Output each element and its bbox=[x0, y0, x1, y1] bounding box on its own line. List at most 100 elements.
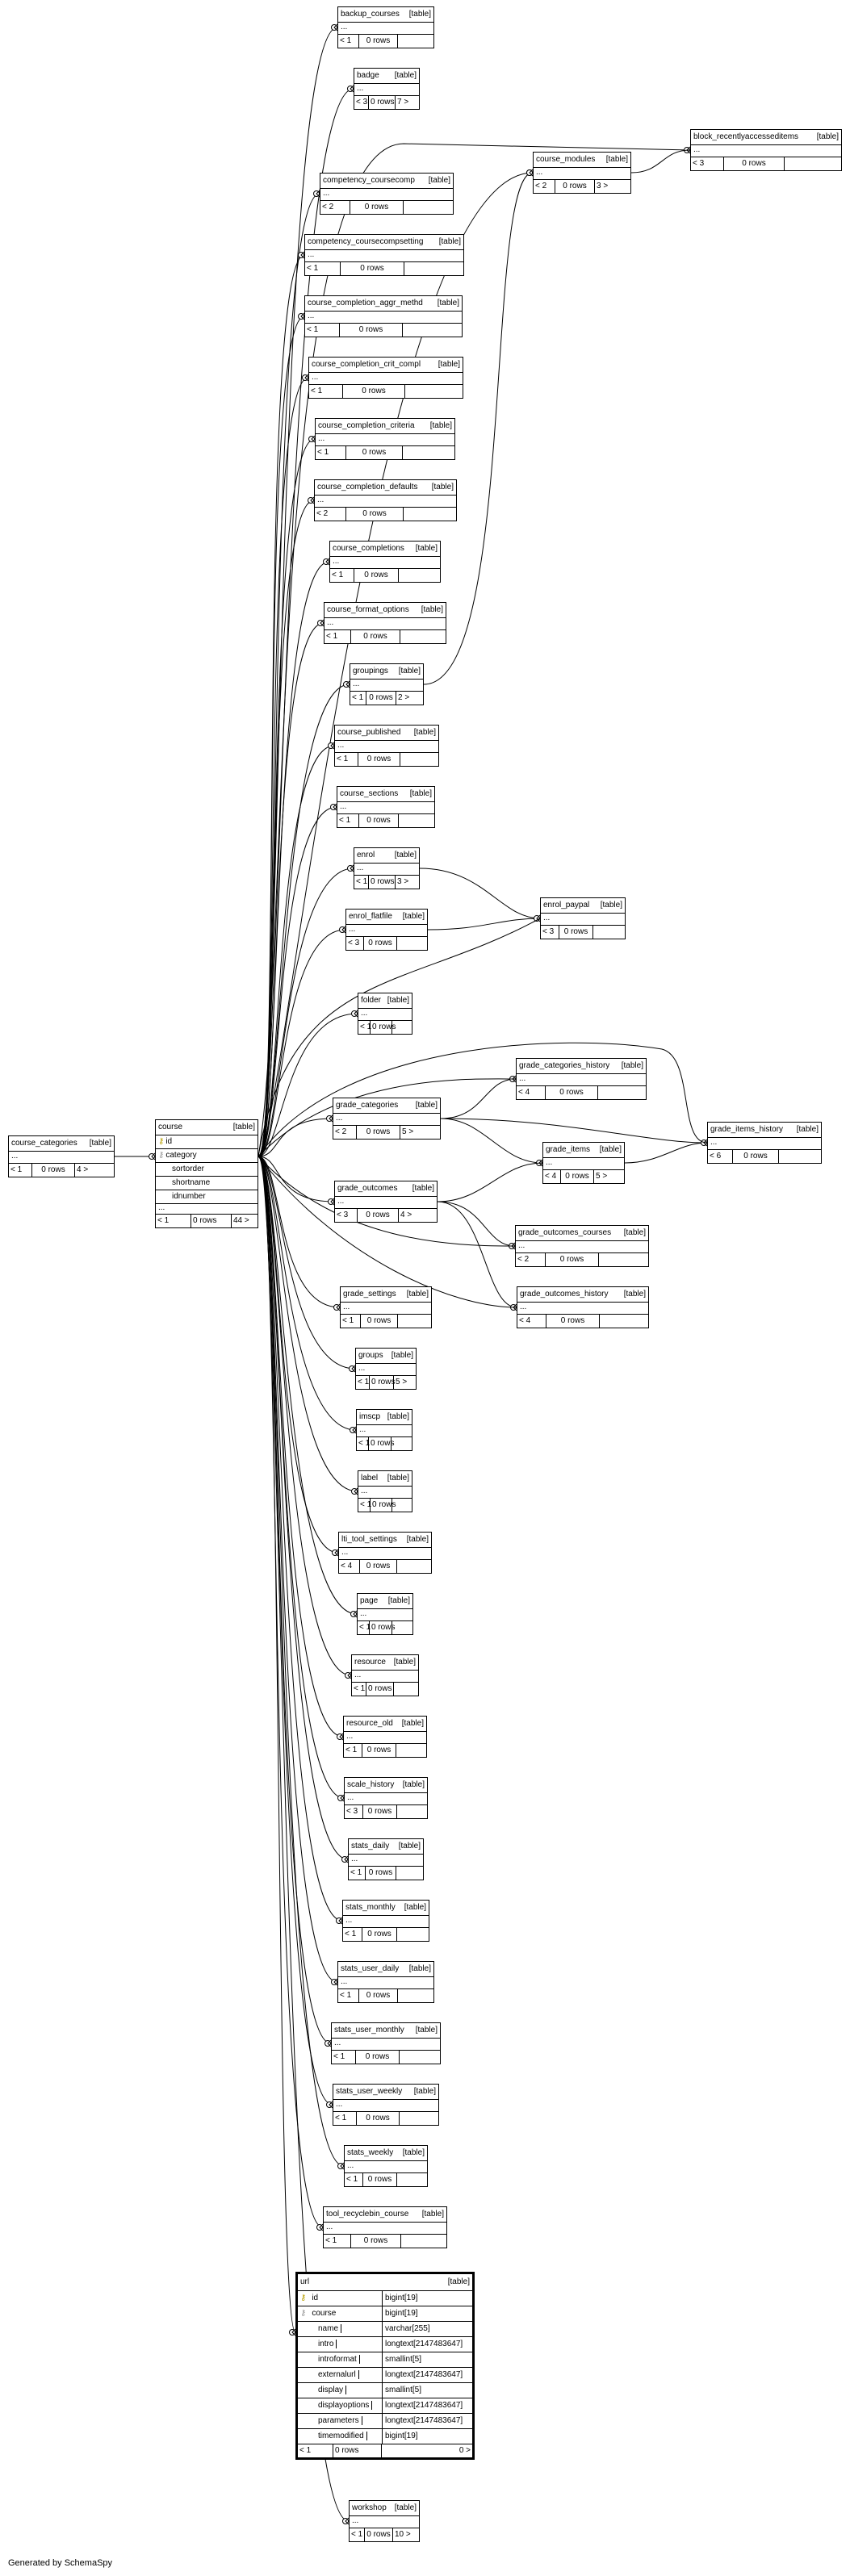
parents-count[interactable]: < 1 bbox=[332, 2051, 356, 2064]
table-course-completion-crit-compl[interactable]: course_completion_crit_compl[table]...< … bbox=[308, 357, 463, 399]
parents-count[interactable]: < 3 bbox=[345, 1805, 363, 1818]
children-count[interactable]: 2 > bbox=[398, 693, 410, 702]
parents-count[interactable]: < 3 bbox=[354, 96, 369, 109]
children-count[interactable] bbox=[779, 1150, 821, 1163]
parents-count[interactable]: < 6 bbox=[708, 1150, 733, 1163]
parents-count[interactable]: < 1 bbox=[338, 1989, 359, 2002]
parents-count[interactable]: < 2 bbox=[320, 201, 350, 214]
parents-count[interactable]: < 1 bbox=[341, 1315, 361, 1328]
parents-count[interactable]: < 2 bbox=[333, 1126, 357, 1139]
parents-count[interactable]: < 1 bbox=[309, 385, 343, 398]
children-count[interactable] bbox=[396, 1744, 426, 1757]
table-course-completion-aggr-methd[interactable]: course_completion_aggr_methd[table]...< … bbox=[304, 295, 463, 337]
children-count[interactable] bbox=[403, 324, 462, 337]
children-count[interactable] bbox=[785, 157, 841, 170]
children-count[interactable] bbox=[599, 1253, 648, 1266]
parents-count[interactable]: < 3 bbox=[691, 157, 724, 170]
children-count[interactable]: 10 > bbox=[395, 2530, 411, 2539]
children-count[interactable] bbox=[399, 814, 434, 827]
parents-count[interactable]: < 1 bbox=[330, 569, 354, 582]
parents-count[interactable]: < 1 bbox=[350, 692, 366, 705]
children-count[interactable] bbox=[398, 1989, 433, 2002]
parents-count[interactable]: < 1 bbox=[337, 814, 359, 827]
children-count[interactable]: 44 > bbox=[233, 1216, 249, 1225]
children-count[interactable] bbox=[405, 385, 463, 398]
children-count[interactable] bbox=[392, 1437, 412, 1450]
children-count[interactable] bbox=[598, 1086, 646, 1099]
parents-count[interactable]: < 1 bbox=[9, 1164, 32, 1177]
children-count[interactable]: 3 > bbox=[397, 877, 409, 886]
children-count[interactable]: 3 > bbox=[597, 182, 609, 190]
children-count[interactable] bbox=[397, 937, 427, 950]
parents-count[interactable]: < 1 bbox=[358, 1499, 371, 1512]
children-count[interactable]: 7 > bbox=[397, 98, 409, 107]
parents-count[interactable]: < 2 bbox=[534, 180, 555, 193]
children-count[interactable] bbox=[398, 35, 433, 48]
parents-count[interactable]: < 1 bbox=[354, 876, 369, 889]
parents-count[interactable]: < 2 bbox=[516, 1253, 546, 1266]
children-count[interactable] bbox=[399, 569, 440, 582]
children-count[interactable] bbox=[593, 926, 625, 939]
table-course[interactable]: course[table] ⚷id ⚷category sortorder sh… bbox=[155, 1119, 258, 1228]
children-count[interactable]: 5 > bbox=[402, 1127, 414, 1136]
children-count[interactable]: 5 > bbox=[596, 1172, 608, 1181]
children-count[interactable] bbox=[404, 508, 456, 521]
children-count[interactable] bbox=[600, 1315, 648, 1328]
parents-count[interactable]: < 1 bbox=[338, 35, 359, 48]
parents-count[interactable]: < 1 bbox=[316, 446, 346, 459]
children-count[interactable] bbox=[396, 1867, 423, 1880]
parents-count[interactable]: < 1 bbox=[349, 1867, 366, 1880]
table-block-recentlyaccesseditems[interactable]: block_recentlyaccesseditems[table]...< 3… bbox=[690, 129, 842, 171]
parents-count[interactable]: < 1 bbox=[343, 1928, 362, 1941]
children-count[interactable] bbox=[398, 1315, 431, 1328]
children-count[interactable] bbox=[404, 201, 453, 214]
parents-count[interactable]: < 1 bbox=[333, 2112, 357, 2125]
children-count[interactable]: 0 > bbox=[458, 2446, 471, 2455]
parents-count[interactable]: < 1 bbox=[357, 1437, 370, 1450]
parents-count[interactable]: < 3 bbox=[346, 937, 364, 950]
parents-count[interactable]: < 1 bbox=[335, 753, 358, 766]
children-count[interactable] bbox=[400, 630, 446, 643]
children-count[interactable]: 5 > bbox=[396, 1378, 408, 1386]
parents-count[interactable]: < 2 bbox=[315, 508, 346, 521]
parents-count[interactable]: < 1 bbox=[305, 324, 340, 337]
children-count[interactable] bbox=[403, 446, 454, 459]
parents-count[interactable]: < 1 bbox=[298, 2444, 333, 2457]
parents-count[interactable]: < 1 bbox=[350, 2528, 365, 2541]
table-competency-coursecompsetting[interactable]: competency_coursecompsetting[table]...< … bbox=[304, 234, 464, 276]
